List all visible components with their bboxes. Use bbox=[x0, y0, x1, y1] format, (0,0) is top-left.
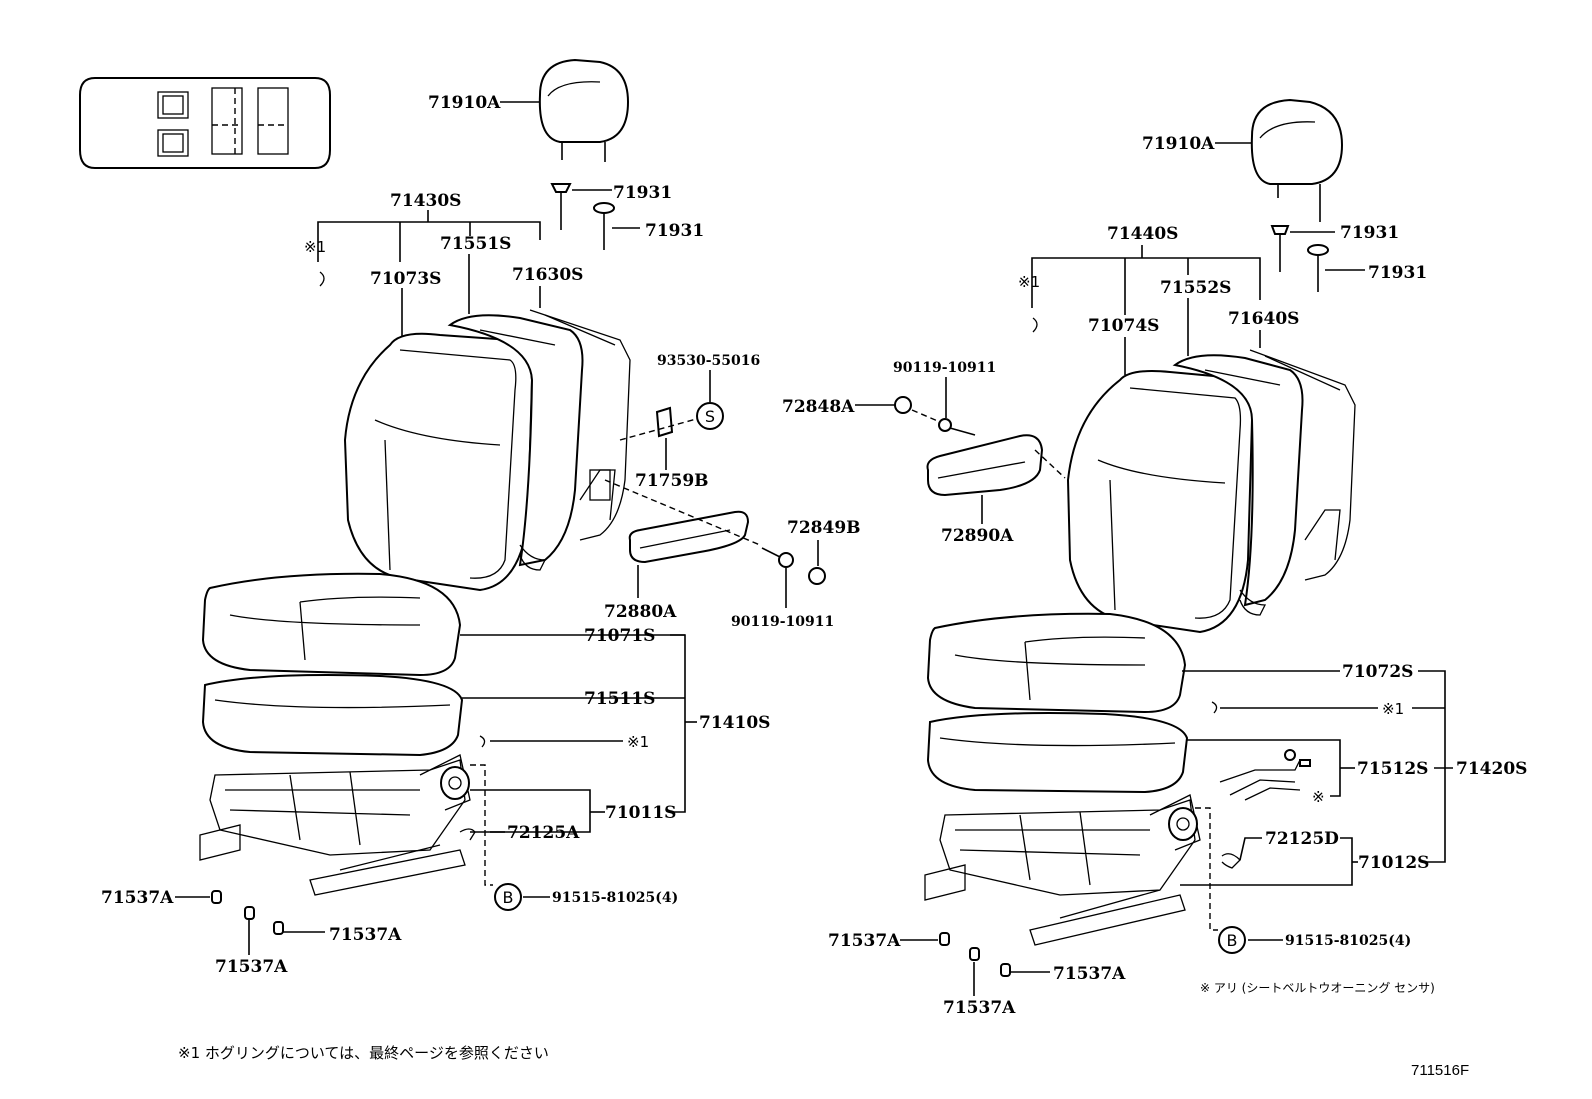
left-armrest-bolt-drawing bbox=[761, 547, 826, 585]
left-bolt-b-symbol: B bbox=[494, 883, 522, 911]
left-cushion-pad-drawing bbox=[201, 674, 464, 757]
label-left-headrest-support-1: 71931 bbox=[613, 183, 672, 203]
label-right-cap-b: 71537A bbox=[943, 998, 1016, 1018]
label-right-bolt-b-code: 91515-81025(4) bbox=[1285, 933, 1411, 949]
right-seat-back-drawing bbox=[1066, 349, 1356, 634]
label-left-cushion-cover: 71071S bbox=[584, 626, 655, 646]
label-right-cushion-cover: 71072S bbox=[1342, 662, 1413, 682]
left-seat-back-drawing bbox=[343, 309, 631, 592]
label-right-back-assy: 71440S bbox=[1107, 224, 1178, 244]
right-headrest-drawing bbox=[1250, 98, 1344, 222]
left-part-labels: 71910A 71931 71931 71430S ※1 71073S 7155… bbox=[101, 93, 861, 977]
label-right-armrest: 72890A bbox=[941, 526, 1014, 546]
left-armrest-drawing bbox=[628, 510, 750, 564]
label-left-cushion-pad: 71511S bbox=[584, 689, 655, 709]
right-leader-lines bbox=[855, 142, 1453, 996]
label-left-cushion-assy: 71410S bbox=[699, 713, 770, 733]
label-right-headrest-support-1: 71931 bbox=[1340, 223, 1399, 243]
bolt-b-label: B bbox=[503, 888, 514, 907]
label-right-cushion-assy: 71420S bbox=[1456, 759, 1527, 779]
right-seat-illustration bbox=[894, 98, 1356, 977]
right-caps-drawing bbox=[939, 932, 1011, 977]
label-left-hinge-cover: 71759B bbox=[635, 471, 709, 491]
sensor-note: ※ アリ (シートベルトウオーニング センサ) bbox=[1200, 981, 1435, 995]
label-right-adjuster: 71012S bbox=[1358, 853, 1429, 873]
label-right-back-frame: 71640S bbox=[1228, 309, 1299, 329]
right-cushion-pad-drawing bbox=[926, 712, 1189, 794]
label-right-armrest-cap: 72848A bbox=[782, 397, 855, 417]
label-left-hog-ring: ※1 bbox=[304, 238, 326, 256]
label-left-armrest-bolt: 90119-10911 bbox=[731, 614, 834, 630]
left-cushion-cover-drawing bbox=[201, 572, 462, 677]
right-armrest-drawing bbox=[926, 434, 1044, 497]
label-left-back-pad: 71551S bbox=[440, 234, 511, 254]
left-headrest-supports-drawing bbox=[550, 183, 615, 250]
label-right-back-cover: 71074S bbox=[1088, 316, 1159, 336]
right-part-labels: 71910A 71931 71931 71440S ※1 71074S 7155… bbox=[782, 134, 1527, 1018]
label-left-cap-c: 71537A bbox=[329, 925, 402, 945]
seat-switch-icon bbox=[79, 77, 331, 169]
label-left-spring: 72125A bbox=[507, 823, 580, 843]
label-right-headrest: 71910A bbox=[1142, 134, 1215, 154]
left-headrest-drawing bbox=[538, 58, 630, 162]
label-right-cap-c: 71537A bbox=[1053, 964, 1126, 984]
diagram-id: 711516F bbox=[1411, 1062, 1469, 1079]
label-right-headrest-support-2: 71931 bbox=[1368, 263, 1427, 283]
label-right-hog-ring: ※1 bbox=[1018, 273, 1040, 291]
label-left-headrest-support-2: 71931 bbox=[645, 221, 704, 241]
label-left-cushion-hog-ring: ※1 bbox=[627, 733, 649, 751]
left-bolt-s-symbol: S bbox=[696, 402, 724, 430]
label-right-spring: 72125D bbox=[1265, 829, 1339, 849]
label-right-cushion-pad: 71512S bbox=[1357, 759, 1428, 779]
left-leader-lines bbox=[175, 101, 819, 955]
label-left-bolt-b-code: 91515-81025(4) bbox=[552, 890, 678, 906]
label-left-headrest: 71910A bbox=[428, 93, 501, 113]
left-hinge-cover-drawing bbox=[655, 406, 674, 438]
label-right-sensor-mark: ※ bbox=[1312, 788, 1325, 806]
label-left-cap-a: 71537A bbox=[101, 888, 174, 908]
label-left-back-frame: 71630S bbox=[512, 265, 583, 285]
label-right-cap-a: 71537A bbox=[828, 931, 901, 951]
label-left-bolt-s-code: 93530-55016 bbox=[657, 353, 760, 369]
label-left-armrest-cap: 72849B bbox=[787, 518, 861, 538]
label-left-back-cover: 71073S bbox=[370, 269, 441, 289]
label-right-cushion-hog-ring: ※1 bbox=[1382, 700, 1404, 718]
left-seat-frame-drawing bbox=[199, 754, 476, 896]
bolt-s-label: S bbox=[705, 407, 715, 426]
right-cushion-cover-drawing bbox=[926, 612, 1187, 714]
right-seat-frame-drawing bbox=[924, 794, 1201, 946]
footnote: ※1 ホグリングについては、最終ページを参照ください bbox=[178, 1044, 549, 1062]
right-armrest-bolt-drawing bbox=[894, 396, 976, 436]
label-right-back-pad: 71552S bbox=[1160, 278, 1231, 298]
right-bolt-b-symbol: B bbox=[1218, 926, 1246, 954]
label-left-armrest: 72880A bbox=[604, 602, 677, 622]
left-seat-illustration bbox=[199, 58, 826, 935]
label-right-armrest-bolt: 90119-10911 bbox=[893, 360, 996, 376]
right-headrest-supports-drawing bbox=[1270, 225, 1329, 292]
left-caps-drawing bbox=[211, 890, 284, 935]
right-sensor-drawing bbox=[1219, 749, 1311, 801]
label-left-back-assy: 71430S bbox=[390, 191, 461, 211]
bolt-b-label: B bbox=[1227, 931, 1238, 950]
label-left-adjuster: 71011S bbox=[605, 803, 676, 823]
label-left-cap-b: 71537A bbox=[215, 957, 288, 977]
